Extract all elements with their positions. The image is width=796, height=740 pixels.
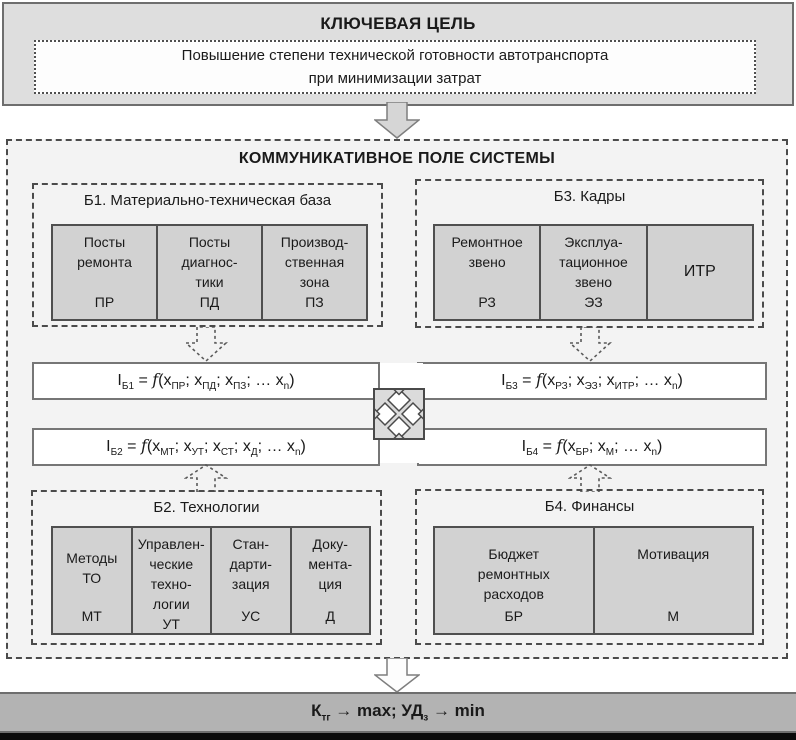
formula-b1: IБ1 = f(xПР; xПД; xПЗ; … xn)	[117, 369, 295, 393]
cell-name: Мотивация	[637, 546, 710, 562]
cell-posts-diagnostiki: Посты диагнос- тики ПД	[158, 226, 263, 319]
result-criteria-formula: Ктг → max; УДз → min	[311, 701, 485, 724]
formula-bar-b3: IБ3 = f(xРЗ; xЭЗ; xИТР; … xn)	[417, 362, 767, 400]
cell-remontnoe-zveno: Ремонтное звено РЗ	[435, 226, 542, 319]
block-b3-cells: Ремонтное звено РЗ Эксплуа- тационное зв…	[433, 224, 754, 321]
cell-upravlencheskie-tehnologii: Управлен- ческие техно- логии УТ	[133, 528, 212, 633]
cell-name: Ремонтное звено	[451, 234, 523, 270]
dashed-arrow-up-icon	[184, 464, 228, 492]
cell-metody-to: Методы ТО МТ	[53, 528, 133, 633]
field-title: КОММУНИКАТИВНОЕ ПОЛЕ СИСТЕМЫ	[238, 150, 556, 167]
result-criteria-bar: Ктг → max; УДз → min	[0, 692, 796, 733]
cell-abbr: РЗ	[478, 294, 496, 310]
formula-b3: IБ3 = f(xРЗ; xЭЗ; xИТР; … xn)	[501, 369, 683, 393]
block-b2-cells: Методы ТО МТ Управлен- ческие техно- лог…	[51, 526, 371, 635]
cell-name: Бюджет ремонтных расходов	[477, 546, 550, 602]
block-b1-cells: Посты ремонта ПР Посты диагнос- тики ПД …	[51, 224, 368, 321]
cell-name: Доку- мента- ция	[308, 536, 353, 592]
block-b2-title: Б2. Технологии	[153, 499, 260, 516]
dashed-arrow-down-icon	[184, 327, 228, 362]
formula-bar-b2: IБ2 = f(xМТ; xУТ; xСТ; xД; … xn)	[32, 428, 380, 466]
key-goal-title: КЛЮЧЕВАЯ ЦЕЛЬ	[320, 14, 476, 33]
block-b4-cells: Бюджет ремонтных расходов БР Мотивация М	[433, 526, 754, 635]
cell-standartizaciya: Стан- дарти- зация УС	[212, 528, 292, 633]
communicative-field: КОММУНИКАТИВНОЕ ПОЛЕ СИСТЕМЫ Б1. Материа…	[6, 139, 788, 659]
cell-abbr: УТ	[162, 616, 180, 632]
cell-name: Производ- ственная зона	[280, 234, 349, 290]
block-b3-title: Б3. Кадры	[553, 188, 626, 205]
flow-arrow-down-icon	[374, 102, 420, 139]
cell-abbr: М	[667, 608, 680, 624]
block-b2-tehnologii: Б2. Технологии Методы ТО МТ Управлен- че…	[31, 490, 382, 645]
cell-abbr: ПЗ	[305, 294, 324, 310]
cell-abbr: ЭЗ	[584, 294, 603, 310]
cell-abbr: МТ	[81, 608, 102, 624]
formula-bar-b4: IБ4 = f(xБР; xМ; … xn)	[417, 428, 767, 466]
cell-name: Посты ремонта	[77, 234, 132, 270]
exchange-cross-icon	[373, 388, 425, 440]
formula-b2: IБ2 = f(xМТ; xУТ; xСТ; xД; … xn)	[106, 435, 306, 459]
cell-proizvodstvennaya-zona: Производ- ственная зона ПЗ	[263, 226, 366, 319]
cell-abbr: ПР	[94, 294, 115, 310]
cell-posts-remonta: Посты ремонта ПР	[53, 226, 158, 319]
cell-itr: ИТР	[648, 226, 752, 319]
cell-ekspluatacionnoe-zveno: Эксплуа- тационное звено ЭЗ	[541, 226, 648, 319]
dashed-arrow-down-icon	[568, 327, 612, 362]
block-b1-title: Б1. Материально-техническая база	[83, 192, 332, 209]
cell-name: Стан- дарти- зация	[229, 536, 272, 592]
cell-byudzhet-remontnyh-rashodov: Бюджет ремонтных расходов БР	[435, 528, 595, 633]
block-b4-title: Б4. Финансы	[544, 498, 635, 515]
cell-abbr: Д	[325, 608, 335, 624]
formula-bar-b1: IБ1 = f(xПР; xПД; xПЗ; … xn)	[32, 362, 380, 400]
dashed-arrow-up-icon	[568, 464, 612, 492]
cell-abbr: ПД	[199, 294, 220, 310]
cell-name: Методы ТО	[66, 550, 118, 586]
formula-b4: IБ4 = f(xБР; xМ; … xn)	[521, 435, 663, 459]
flow-arrow-down-outline-icon	[374, 658, 420, 693]
cell-name: Посты диагнос- тики	[181, 234, 238, 290]
cell-abbr: БР	[504, 608, 524, 624]
block-b3-kadry: Б3. Кадры Ремонтное звено РЗ Эксплуа- та…	[415, 179, 764, 328]
key-goal-box: КЛЮЧЕВАЯ ЦЕЛЬ Повышение степени техничес…	[2, 2, 794, 106]
block-b4-finansy: Б4. Финансы Бюджет ремонтных расходов БР…	[415, 489, 764, 645]
block-b1-material-base: Б1. Материально-техническая база Посты р…	[32, 183, 383, 327]
cell-abbr: УС	[241, 608, 261, 624]
cell-name: Управлен- ческие техно- логии	[137, 536, 205, 612]
cell-dokumentaciya: Доку- мента- ция Д	[292, 528, 370, 633]
cell-motivaciya: Мотивация М	[595, 528, 753, 633]
key-goal-statement: Повышение степени технической готовности…	[34, 40, 756, 94]
bottom-border-strip	[0, 733, 796, 740]
cell-name: Эксплуа- тационное звено	[559, 234, 628, 290]
cell-abbr: ИТР	[683, 263, 716, 280]
